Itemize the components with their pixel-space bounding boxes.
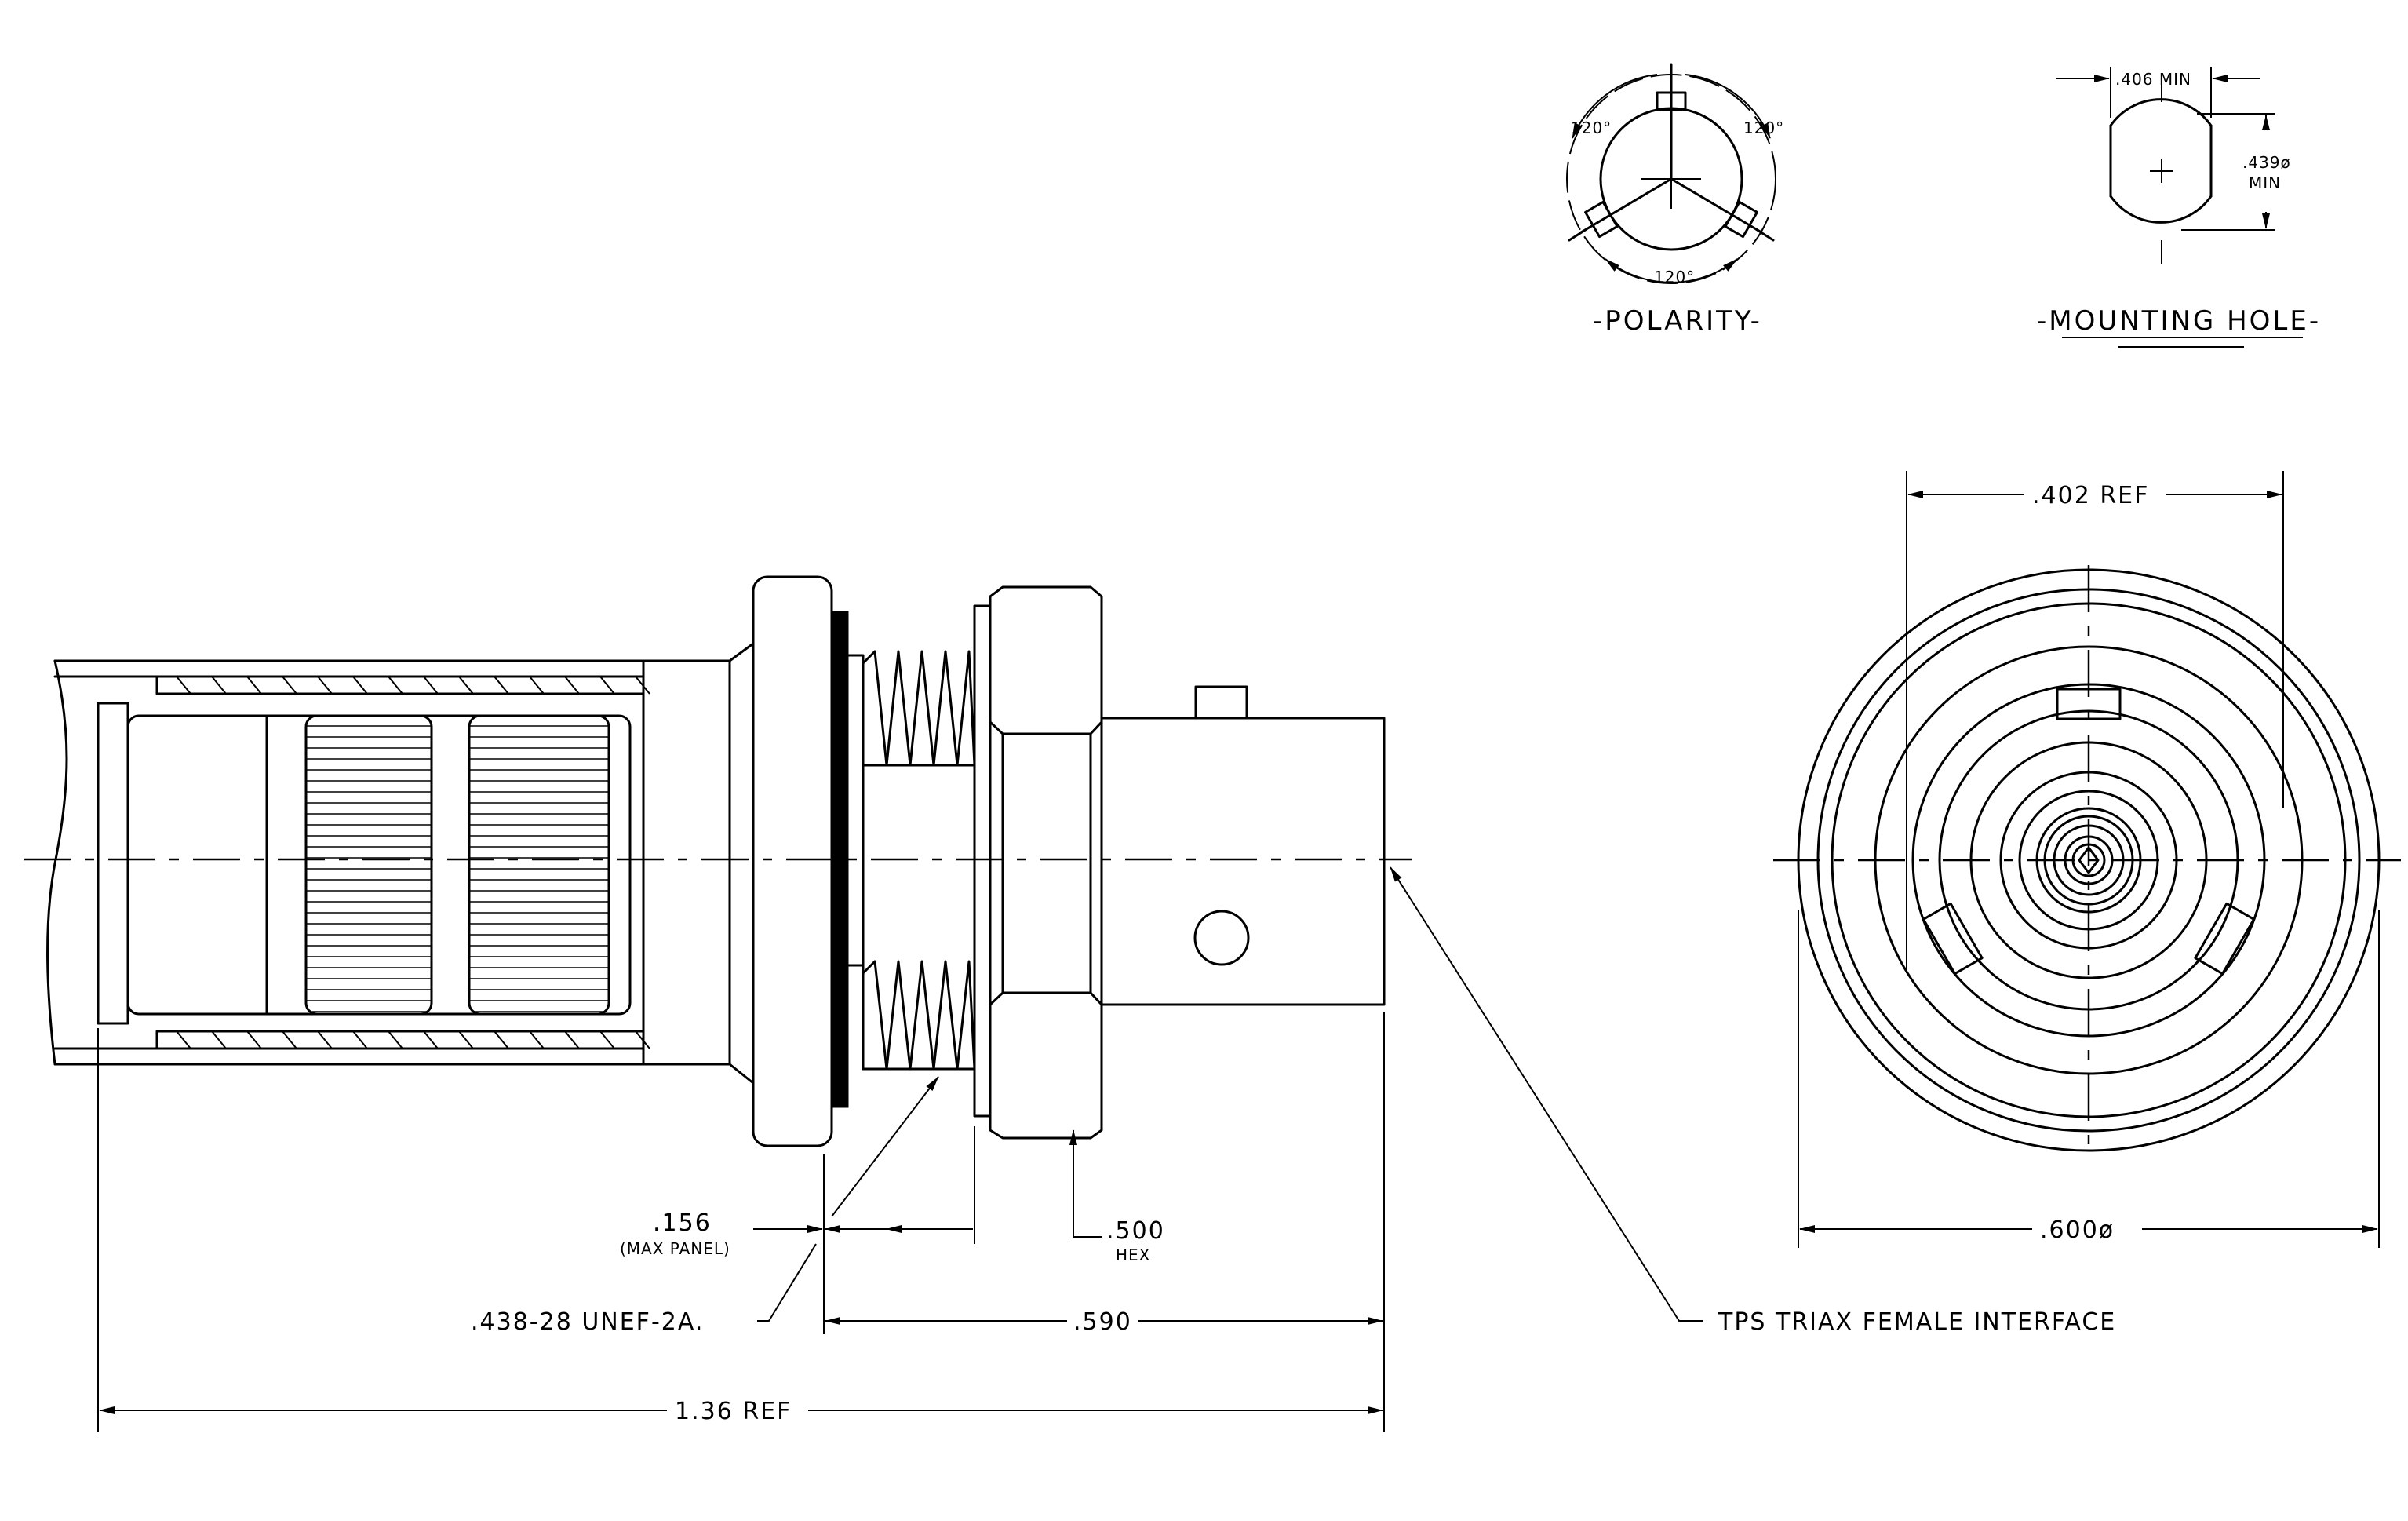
hatch-line xyxy=(352,1030,368,1049)
hatch-line xyxy=(352,676,368,695)
knurl-ring-1 xyxy=(306,725,432,1012)
polarity-angle-top-right: 120° xyxy=(1743,119,1784,137)
hatch-line xyxy=(599,676,615,695)
sleeve-hatching xyxy=(176,676,650,1049)
mounting-width-label: .406 MIN xyxy=(2115,70,2191,89)
hatch-line xyxy=(494,1030,509,1049)
hatch-line xyxy=(458,1030,474,1049)
hatch-line xyxy=(458,676,474,695)
hatch-line xyxy=(388,676,403,695)
hatch-line xyxy=(282,1030,297,1049)
dim-hex-value: .500 xyxy=(1106,1217,1165,1245)
mounting-height-label-2: MIN xyxy=(2249,173,2281,192)
hatch-line xyxy=(599,1030,615,1049)
mounting-height-label-1: .439ø xyxy=(2242,153,2291,172)
polarity-title: -POLARITY- xyxy=(1593,305,1762,337)
polarity-angle-top-left: 120° xyxy=(1571,119,1612,137)
hatch-line xyxy=(494,676,509,695)
hatch-line xyxy=(176,676,191,695)
hatch-line xyxy=(211,676,227,695)
hatch-line xyxy=(246,676,262,695)
dim-402-ref: .402 REF xyxy=(2032,482,2149,509)
dim-panel-value: .156 xyxy=(653,1209,712,1237)
dim-hex-note: HEX xyxy=(1116,1246,1150,1264)
hatch-line xyxy=(317,676,333,695)
mounting-title: -MOUNTING HOLE- xyxy=(2037,305,2321,337)
dim-136-ref: 1.36 REF xyxy=(675,1398,792,1425)
knurl-ring-2 xyxy=(469,725,609,1012)
hatch-line xyxy=(564,1030,580,1049)
hatch-line xyxy=(246,1030,262,1049)
dim-panel-note: (MAX PANEL) xyxy=(620,1239,730,1258)
hatch-line xyxy=(529,1030,545,1049)
hatch-line xyxy=(211,1030,227,1049)
dim-600-dia: .600ø xyxy=(2040,1216,2115,1244)
dim-590: .590 xyxy=(1073,1308,1132,1336)
dim-thread-spec: .438-28 UNEF-2A. xyxy=(471,1308,704,1336)
interface-label: TPS TRIAX FEMALE INTERFACE xyxy=(1718,1308,2116,1336)
side-view xyxy=(24,575,1412,1147)
hatch-line xyxy=(282,676,297,695)
hatch-line xyxy=(388,1030,403,1049)
hatch-line xyxy=(317,1030,333,1049)
hatch-line xyxy=(423,676,439,695)
polarity-view: 120° 120° 120° -POLARITY- xyxy=(1566,63,1784,337)
hatch-line xyxy=(423,1030,439,1049)
polarity-angle-bottom: 120° xyxy=(1654,268,1695,286)
mounting-hole-view: .406 MIN .439ø MIN -MOUNTING HOLE- xyxy=(2037,67,2321,348)
hatch-line xyxy=(564,676,580,695)
hatch-line xyxy=(176,1030,191,1049)
dimensions: .402 REF .600ø .156 (MAX PANEL) .438-28 … xyxy=(97,471,2380,1432)
hatch-line xyxy=(529,676,545,695)
front-view xyxy=(1773,565,2401,1158)
